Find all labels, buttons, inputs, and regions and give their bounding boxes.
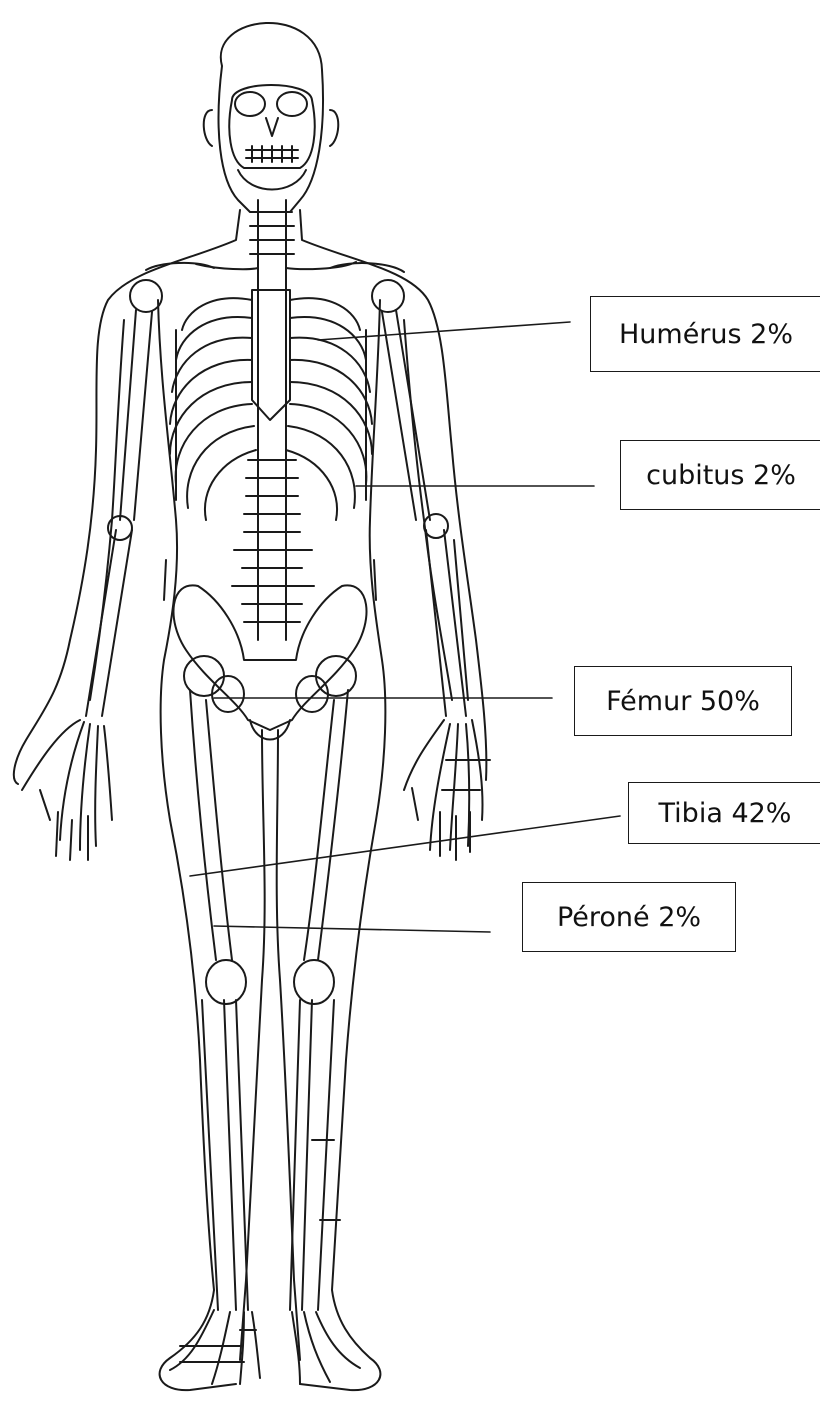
- skull: [229, 85, 314, 190]
- label-perone: Péroné 2%: [522, 882, 736, 952]
- leader-line-humerus: [318, 322, 570, 340]
- label-cubitus: cubitus 2%: [620, 440, 820, 510]
- leader-line-tibia: [190, 816, 620, 876]
- leader-line-perone: [214, 926, 490, 932]
- shoulders: [130, 262, 404, 312]
- label-humerus: Humérus 2%: [590, 296, 820, 372]
- pelvis: [174, 585, 367, 739]
- body-outline: [14, 23, 487, 1390]
- label-femur: Fémur 50%: [574, 666, 792, 736]
- leader-lines: [190, 322, 620, 932]
- rib-cage: [170, 290, 372, 520]
- feet: [170, 1310, 360, 1384]
- leg-bones: [190, 690, 348, 1310]
- hands: [22, 720, 490, 860]
- spine: [232, 200, 314, 640]
- label-tibia: Tibia 42%: [628, 782, 820, 844]
